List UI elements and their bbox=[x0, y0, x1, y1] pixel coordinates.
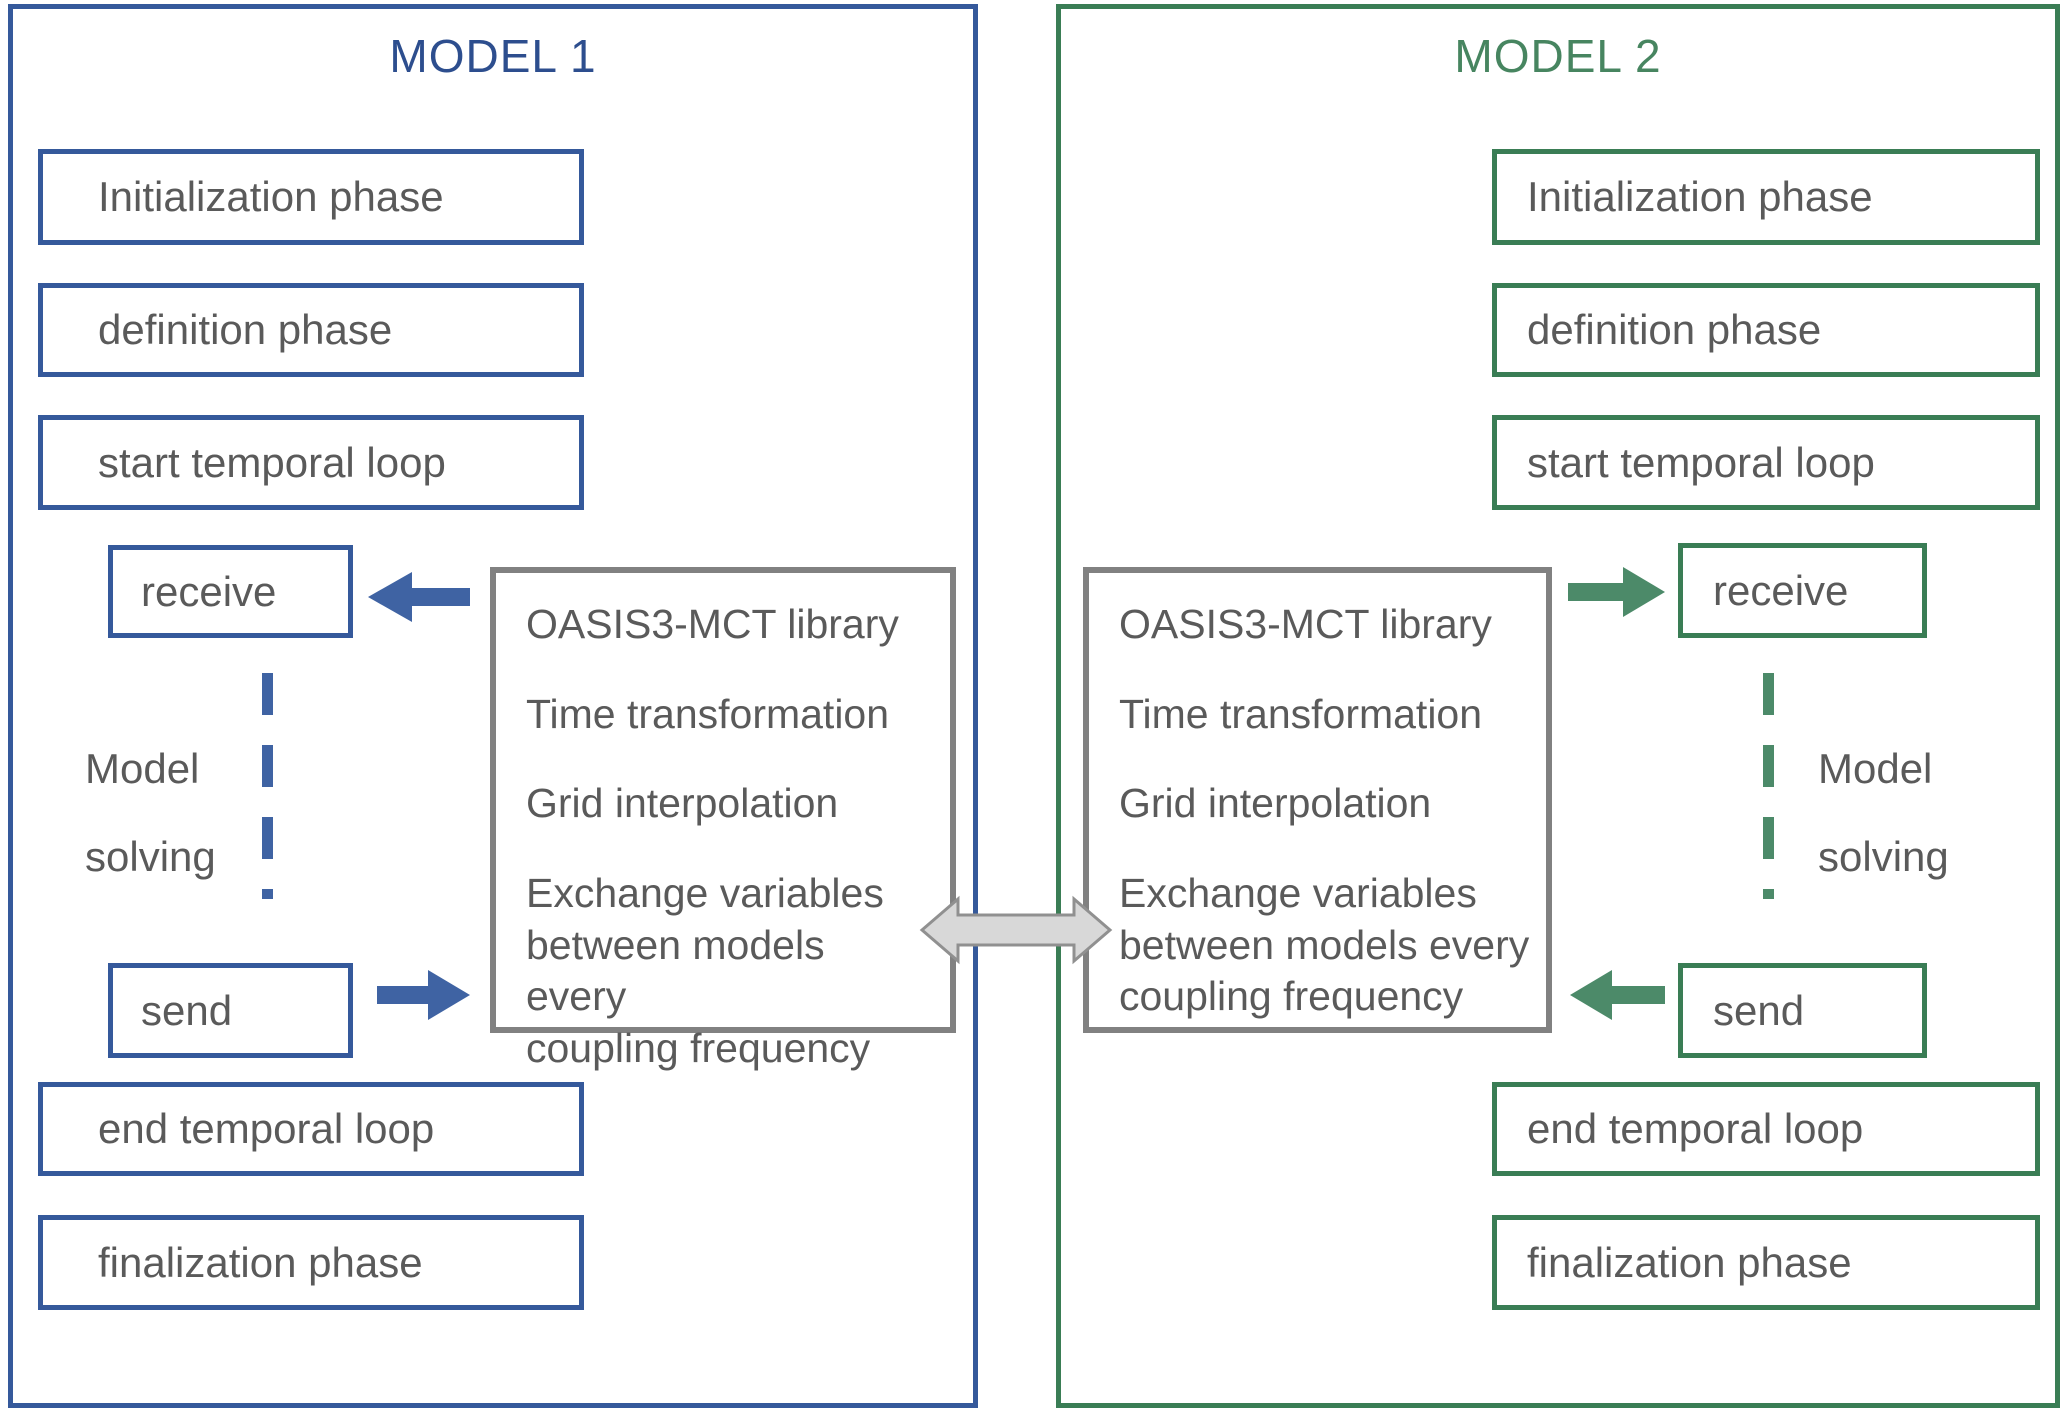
m1-send-box: send bbox=[108, 963, 353, 1058]
m2-library-item-3: Exchange variables between models every … bbox=[1119, 869, 1530, 1020]
m2-definition-phase-box: definition phase bbox=[1492, 283, 2040, 377]
m2-finalization-phase-box: finalization phase bbox=[1492, 1215, 2040, 1310]
m1-model-solving-dashed-line bbox=[262, 673, 273, 899]
m1-library-title: OASIS3-MCT library bbox=[526, 601, 899, 647]
m1-initialization-phase-box: Initialization phase bbox=[38, 149, 584, 245]
m1-finalization-phase-box: finalization phase bbox=[38, 1215, 584, 1310]
m1-receive-box: receive bbox=[108, 545, 353, 638]
m2-library-title: OASIS3-MCT library bbox=[1119, 601, 1492, 647]
m2-library-item-1: Time transformation bbox=[1119, 690, 1483, 737]
m1-library-item-1: Time transformation bbox=[526, 690, 890, 737]
model1-title: MODEL 1 bbox=[389, 30, 597, 82]
m2-send-box: send bbox=[1678, 963, 1927, 1058]
m1-model-solving-label: Model solving bbox=[85, 745, 216, 880]
model2-title: MODEL 2 bbox=[1454, 30, 1662, 82]
m1-end-temporal-loop-box: end temporal loop bbox=[38, 1082, 584, 1176]
m2-model-solving-dashed-line bbox=[1763, 673, 1774, 899]
m2-end-temporal-loop-box: end temporal loop bbox=[1492, 1082, 2040, 1176]
m2-oasis-library-box: OASIS3-MCT library Time transformation G… bbox=[1083, 567, 1552, 1033]
m1-start-temporal-loop-box: start temporal loop bbox=[38, 415, 584, 510]
m1-definition-phase-box: definition phase bbox=[38, 283, 584, 377]
m2-initialization-phase-box: Initialization phase bbox=[1492, 149, 2040, 245]
m1-library-item-3: Exchange variables between models every … bbox=[526, 869, 884, 1071]
m1-oasis-library-box: OASIS3-MCT library Time transformation G… bbox=[490, 567, 956, 1071]
m2-start-temporal-loop-box: start temporal loop bbox=[1492, 415, 2040, 510]
m2-library-item-2: Grid interpolation bbox=[1119, 780, 1432, 827]
m1-library-item-2: Grid interpolation bbox=[526, 780, 839, 827]
m2-receive-box: receive bbox=[1678, 543, 1927, 638]
m2-model-solving-label: Model solving bbox=[1818, 745, 1949, 880]
